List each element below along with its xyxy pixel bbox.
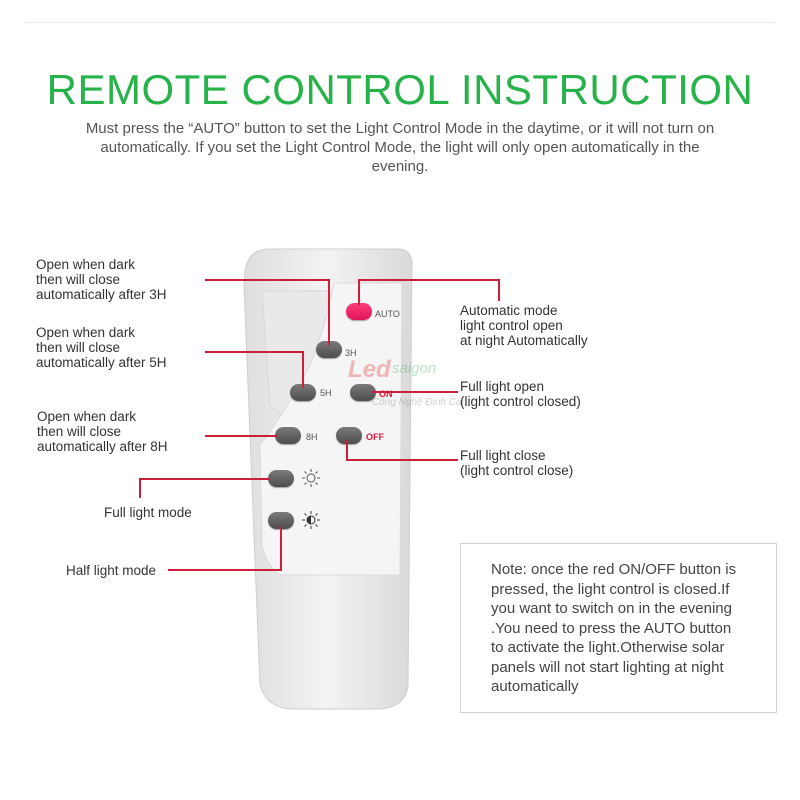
leader-5h-h — [205, 351, 303, 353]
leader-auto-v2 — [498, 279, 500, 301]
leader-off-h — [346, 459, 458, 461]
leader-auto-v1 — [358, 279, 360, 305]
leader-half-light-v — [280, 527, 282, 571]
callout-open-8h: Open when dark then will close automatic… — [37, 409, 168, 454]
half-light-button[interactable] — [268, 512, 294, 529]
leader-3h-h — [205, 279, 329, 281]
off-button[interactable] — [336, 427, 362, 444]
off-button-label: OFF — [366, 432, 384, 442]
on-button-label: ON — [379, 389, 393, 399]
note-box: Note: once the red ON/OFF button is pres… — [460, 543, 777, 713]
watermark-brand: Led — [348, 356, 391, 383]
auto-button-label: AUTO — [375, 309, 400, 319]
leader-auto-h — [358, 279, 500, 281]
callout-auto-mode: Automatic mode light control open at nig… — [460, 303, 588, 348]
half-sun-icon — [302, 511, 320, 529]
callout-full-light-open: Full light open (light control closed) — [460, 379, 581, 409]
callout-open-5h: Open when dark then will close automatic… — [36, 325, 167, 370]
remote-button-panel — [259, 282, 403, 576]
top-divider — [25, 22, 775, 23]
page-title: REMOTE CONTROL INSTRUCTION — [46, 66, 754, 113]
watermark-brand-suffix: saigon — [392, 360, 437, 377]
note-text: Note: once the red ON/OFF button is pres… — [491, 561, 737, 695]
leader-5h-v — [302, 351, 304, 388]
remote-control — [243, 248, 413, 710]
watermark-tagline: Công Nghệ Định Cao — [372, 397, 468, 408]
8h-button[interactable] — [275, 427, 301, 444]
leader-off-v — [346, 440, 348, 460]
sun-outline-icon — [302, 469, 320, 487]
leader-full-light-v — [139, 478, 141, 498]
page-subtitle: Must press the “AUTO” button to set the … — [85, 120, 715, 175]
callout-full-light-mode: Full light mode — [104, 505, 192, 520]
leader-3h-v — [328, 279, 330, 345]
callout-half-light-mode: Half light mode — [66, 563, 157, 578]
full-light-button[interactable] — [268, 470, 294, 487]
callout-full-light-close: Full light close (light control close) — [460, 448, 574, 478]
5h-button[interactable] — [290, 384, 316, 401]
on-button[interactable] — [350, 384, 376, 401]
3h-button[interactable] — [316, 341, 342, 358]
auto-button[interactable] — [346, 303, 372, 320]
3h-button-label: 3H — [345, 348, 357, 358]
callout-open-3h: Open when dark then will close automatic… — [36, 257, 167, 302]
leader-on-h — [372, 391, 458, 393]
leader-half-light-h — [168, 569, 281, 571]
leader-full-light-h — [139, 478, 270, 480]
5h-button-label: 5H — [320, 388, 332, 398]
8h-button-label: 8H — [306, 432, 318, 442]
leader-8h-h — [205, 435, 277, 437]
